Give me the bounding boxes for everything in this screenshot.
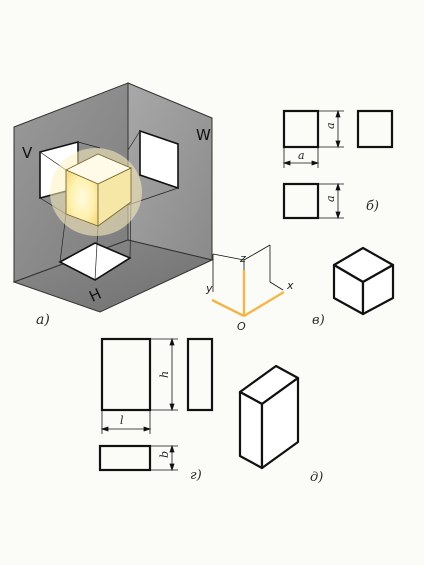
- prism-front-view: [100, 337, 152, 412]
- axes-system: z x y O: [205, 244, 294, 333]
- dimension-l: [100, 410, 152, 434]
- prism-top-view: [98, 444, 152, 472]
- panel-label-a: а): [36, 312, 50, 328]
- axis-label-x: x: [286, 279, 294, 292]
- panel-label-d: д): [310, 470, 323, 485]
- dim-label-b: b: [158, 451, 171, 458]
- front-view-square: [282, 109, 320, 149]
- panel-a-planes: V W H а): [12, 82, 214, 328]
- panel-v-cube: [332, 246, 395, 316]
- dimension-a-horizontal: [282, 147, 320, 168]
- plane-label-W: W: [196, 126, 211, 144]
- dim-label-h: h: [158, 371, 171, 378]
- dimension-b: [150, 444, 178, 472]
- panel-label-v: в): [312, 313, 325, 328]
- orange-axes: [211, 270, 285, 318]
- prism-side-view: [186, 337, 214, 412]
- dim-label-a-2: a: [298, 149, 305, 162]
- panel-label-g: г): [190, 468, 202, 483]
- axis-label-z: z: [239, 252, 246, 265]
- axis-label-y: y: [205, 282, 213, 295]
- top-view-square: [282, 182, 320, 220]
- dim-label-a-3: a: [324, 195, 337, 202]
- dim-label-a-1: a: [324, 122, 337, 129]
- axis-label-origin: O: [237, 320, 246, 333]
- panel-g-views: [98, 337, 214, 472]
- dimension-a-vertical: [318, 109, 344, 149]
- panel-d-prism: [238, 364, 300, 470]
- cube-a: [50, 148, 142, 236]
- side-view-square: [356, 109, 394, 149]
- dim-label-l: l: [120, 414, 124, 427]
- panel-b-views: [282, 109, 394, 220]
- dimension-h: [150, 337, 178, 412]
- plane-label-V: V: [22, 144, 33, 162]
- panel-label-b: б): [366, 199, 379, 214]
- dimension-a-top: [318, 182, 344, 220]
